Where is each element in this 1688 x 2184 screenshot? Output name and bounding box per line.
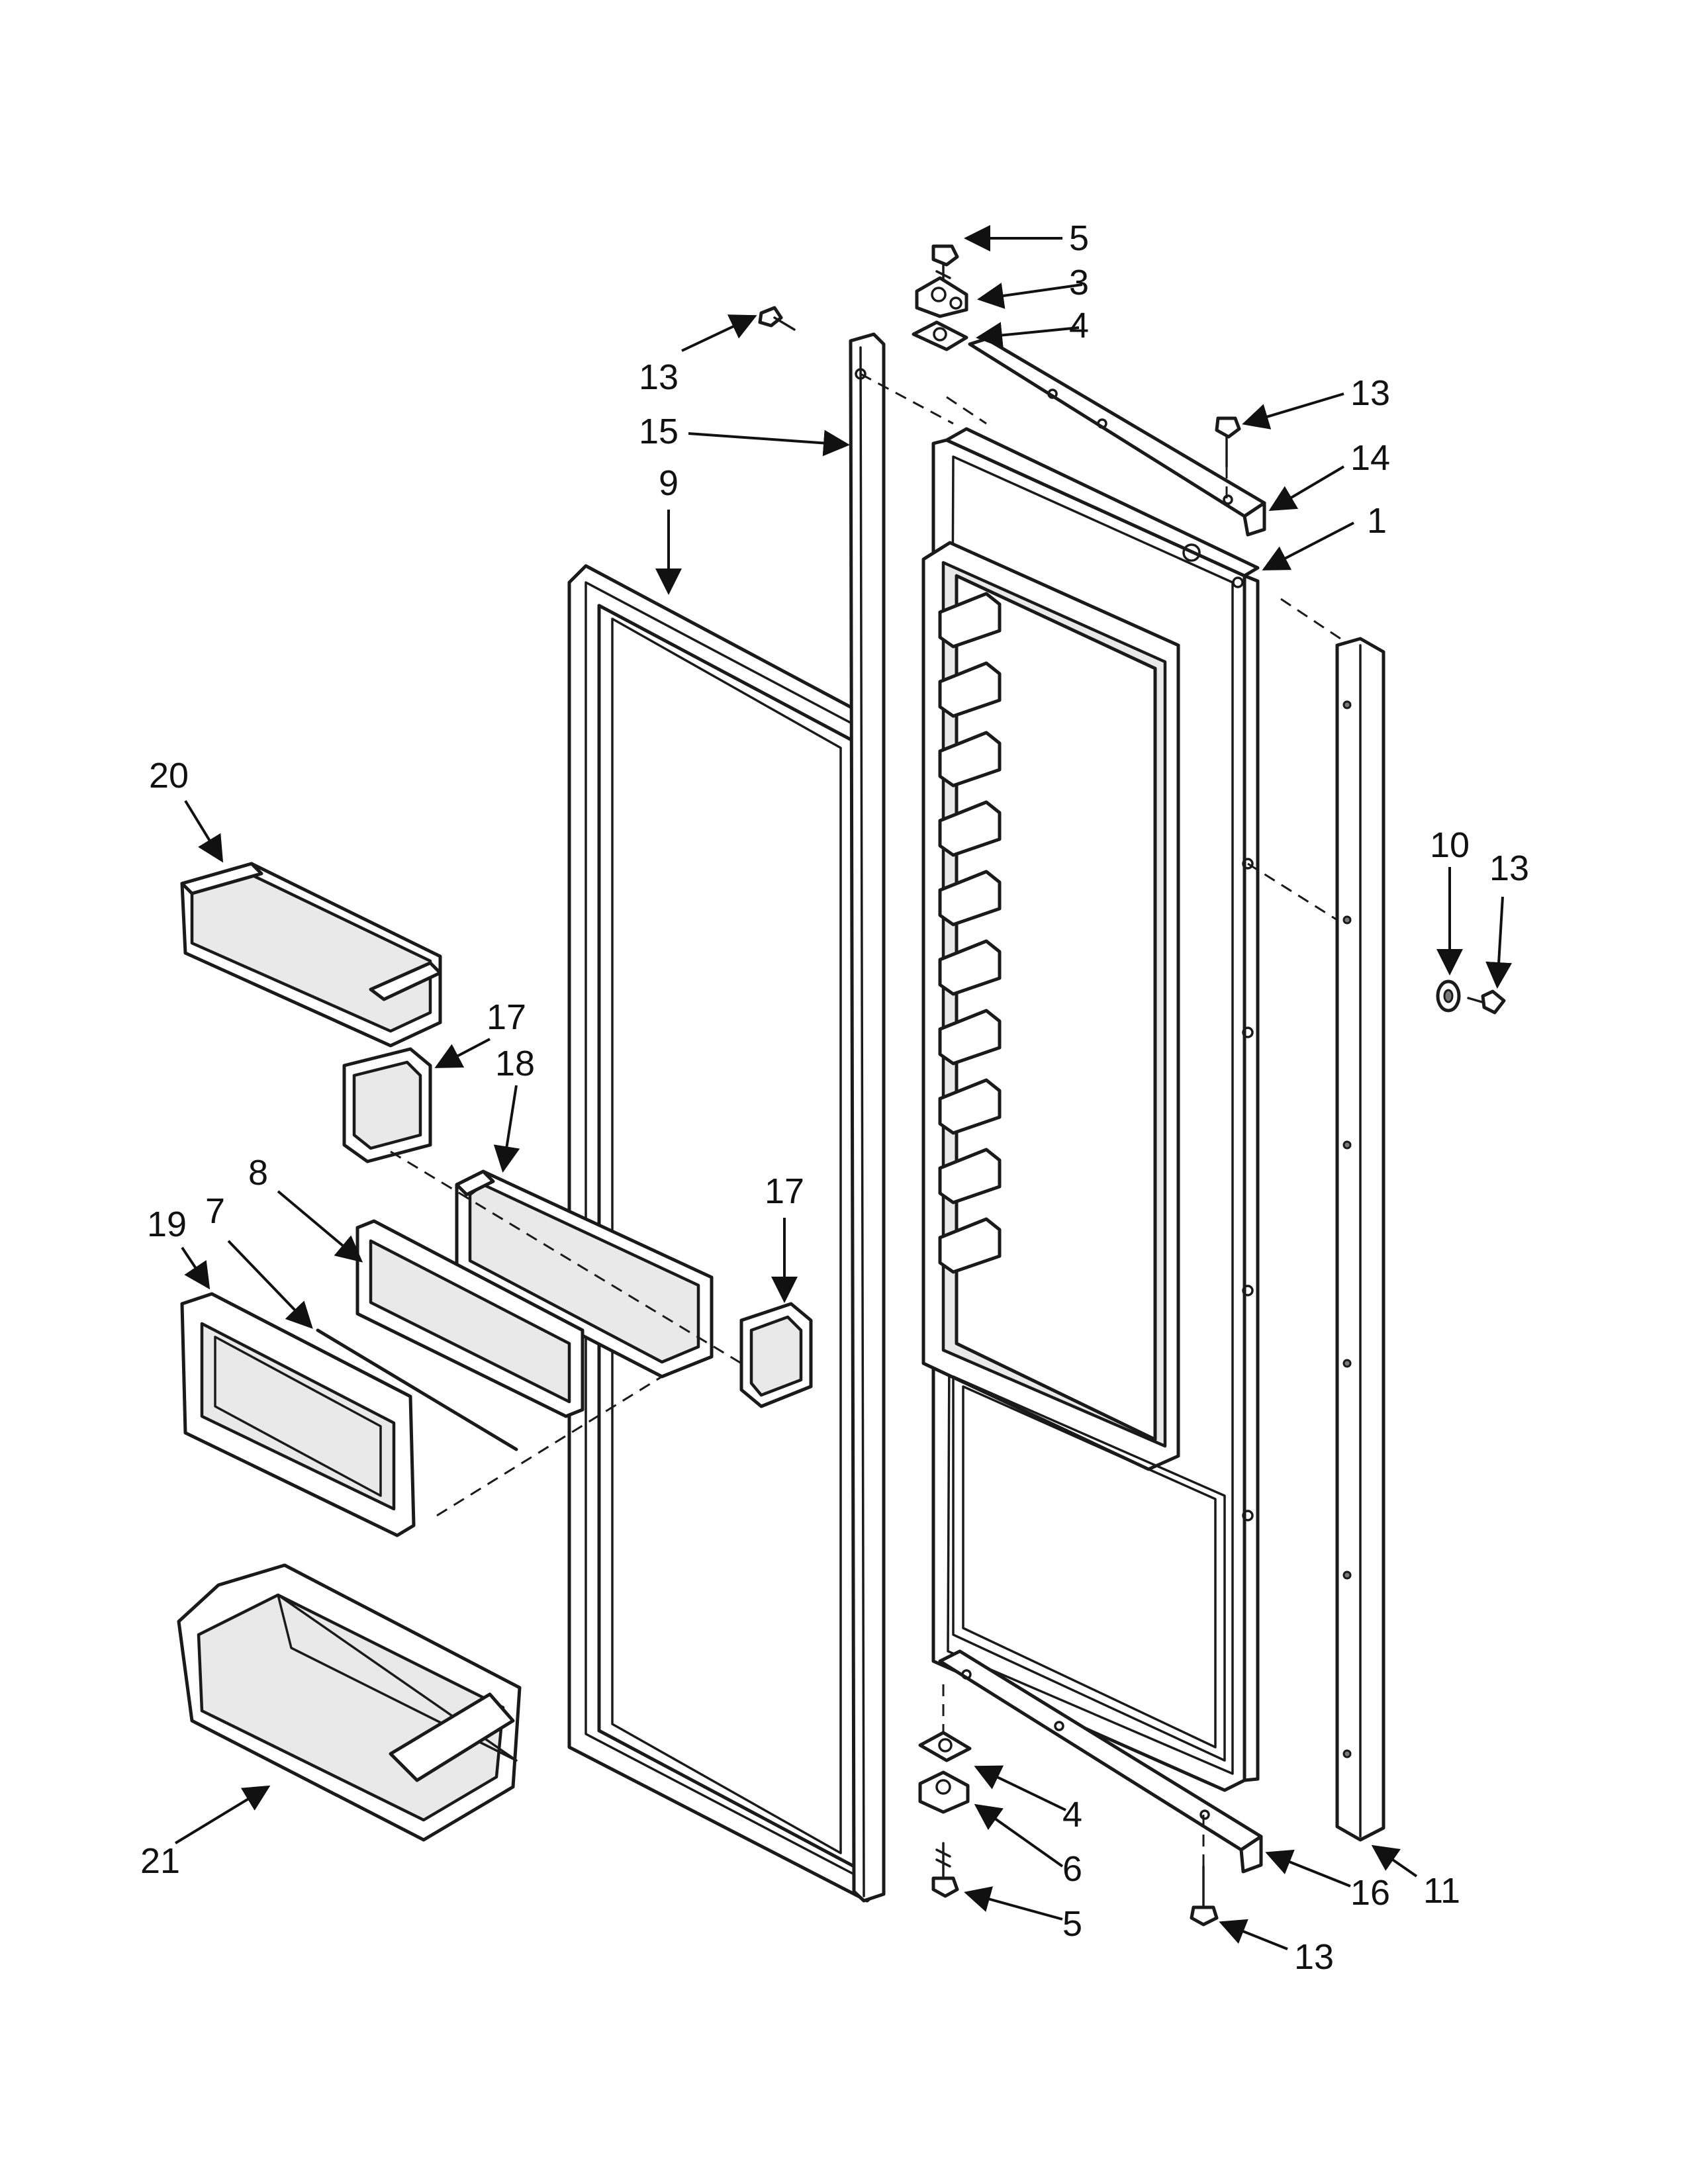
callout-5-top: 5 (1069, 218, 1089, 258)
callout-8: 8 (248, 1153, 268, 1193)
end-cap-left (342, 1047, 432, 1163)
shelf-hooks (938, 592, 1002, 1274)
shelf-hook (938, 661, 1002, 718)
shelf-hook (938, 1009, 1002, 1066)
shelf-hook (938, 1078, 1002, 1135)
shelf-hook (938, 939, 1002, 996)
callout-5-bottom: 5 (1062, 1904, 1082, 1944)
washer (1436, 979, 1461, 1013)
bottom-hinge-screw (931, 1842, 959, 1898)
callout-1: 1 (1367, 501, 1387, 541)
end-cap-right (739, 1302, 813, 1408)
hinge-pin-rod (316, 1328, 518, 1451)
callout-17-lower: 17 (765, 1171, 804, 1211)
alignment-lines (390, 373, 1341, 1866)
door-assembly (921, 427, 1260, 1792)
shelf-hook (938, 731, 1002, 788)
callout-20: 20 (149, 756, 189, 796)
shelf-hook (938, 800, 1002, 857)
callout-13-top-left: 13 (639, 357, 679, 397)
callout-13-side: 13 (1489, 848, 1529, 888)
screw-top-left (758, 306, 796, 331)
right-trim (1335, 637, 1385, 1842)
dairy-door (180, 1292, 416, 1537)
door-gasket (567, 564, 886, 1903)
callout-13-top-right: 13 (1350, 373, 1390, 413)
bottom-hinge (918, 1770, 970, 1814)
door-bin-lower (177, 1563, 522, 1842)
callout-7: 7 (205, 1191, 225, 1231)
callout-17-upper: 17 (487, 997, 526, 1037)
callout-4-bottom: 4 (1062, 1795, 1082, 1835)
hinge-shim-bottom (918, 1731, 972, 1762)
hinge-shim-top (912, 320, 968, 351)
callout-21: 21 (140, 1841, 180, 1881)
callout-9: 9 (659, 463, 679, 503)
callout-14: 14 (1350, 438, 1390, 478)
screw-top-right (1215, 416, 1241, 468)
bottom-trim-bar (938, 1649, 1263, 1874)
door-bin-upper (180, 862, 442, 1048)
shelf-hook (938, 870, 1002, 927)
callout-16: 16 (1350, 1873, 1390, 1913)
screw-bottom-right (1190, 1865, 1219, 1927)
screw-side (1467, 989, 1506, 1015)
callout-11: 11 (1423, 1871, 1460, 1911)
callout-13-bottom-right: 13 (1294, 1937, 1334, 1977)
callouts: 1 3 4 4 5 5 6 7 8 9 10 11 13 (140, 218, 1529, 1977)
shelf-hook (938, 1217, 1002, 1274)
shelf-hook (938, 1148, 1002, 1205)
callout-15: 15 (639, 412, 679, 451)
shelf-hook (938, 592, 1002, 649)
callout-3: 3 (1069, 263, 1089, 302)
dairy-compartment (455, 1169, 714, 1379)
callout-6: 6 (1062, 1849, 1082, 1889)
top-hinge (915, 276, 968, 318)
callout-19: 19 (147, 1205, 187, 1244)
side-trim-strip (849, 332, 886, 1903)
callout-18: 18 (495, 1044, 535, 1083)
callout-4-top: 4 (1069, 306, 1089, 345)
callout-10: 10 (1430, 825, 1470, 865)
dairy-door-window (355, 1219, 585, 1418)
